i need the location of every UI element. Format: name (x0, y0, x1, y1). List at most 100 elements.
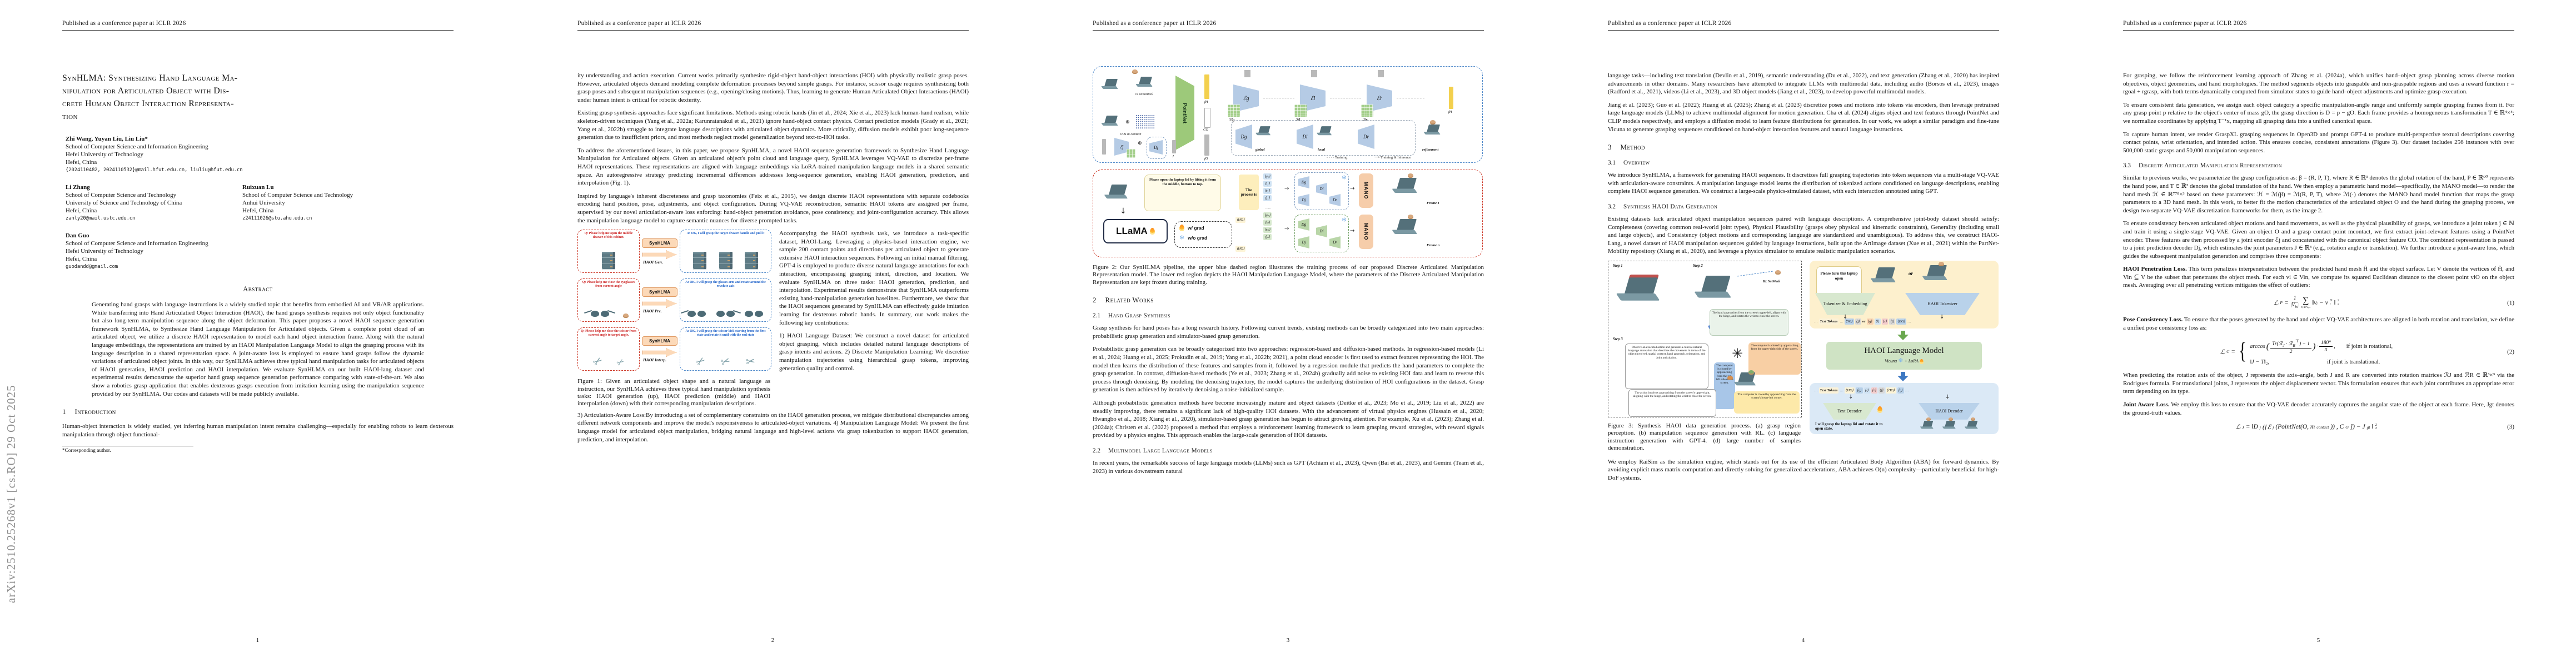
author-affiliation: Hefei, China (66, 207, 97, 214)
author-affiliation: Anhui University (242, 200, 285, 206)
laptop-icon (1870, 267, 1897, 286)
legend-training: - - - - Training (1327, 156, 1348, 160)
token-chip: ⟨g⟩ (1897, 387, 1904, 394)
down-arrow-icon: ↓ (1843, 313, 1848, 320)
task-label: HAOI Interp. (643, 357, 667, 363)
page-number: 2 (771, 637, 775, 644)
down-arrow-icon: ↓ (1940, 313, 1945, 320)
hand-icon (1971, 417, 1975, 421)
glasses-icon (714, 308, 741, 318)
figure-1-caption: Figure 1: Given an articulated object sh… (577, 378, 770, 407)
laptop-icon (1104, 185, 1129, 202)
feature-bar-fh2 (1449, 87, 1453, 109)
token-square (1378, 70, 1384, 77)
fig4-input-zone: Please turn this laptop open or Tokenize… (1810, 260, 1999, 328)
paragraph: Although probabilistic generation method… (1093, 399, 1484, 439)
tokenizer-embedding-block: Tokenizer & Embedding (1815, 292, 1875, 315)
label-fo: fO (1204, 157, 1208, 161)
token-chip: ⟨r⟩ (1881, 318, 1889, 325)
label-cb-l: ℬl (1296, 117, 1301, 122)
label-co: CO (1203, 128, 1209, 132)
token-chip: ⟨g⟩ (1866, 318, 1874, 325)
vicuna-lora-label: Vicuna ❄ + LoRA (1826, 357, 1982, 364)
feature-bar-fo-joint (1102, 139, 1106, 155)
author-affiliation: Hefei University of Technology (66, 248, 143, 255)
paragraph: To ensure consistent data generation, we… (2123, 101, 2514, 125)
mano-block: MANO (1359, 173, 1373, 208)
frozen-decoder-group-1: Dg Dl Dj Dr ❄ (1294, 172, 1349, 210)
author-name: Dan Guo (66, 232, 89, 239)
cabinet-icon (602, 252, 615, 270)
paragraph-joint-aware: Joint Aware Loss. We employ this loss to… (2123, 401, 2514, 416)
frozen-decoder-group-2: Dg Dl Dj Dr ❄ (1294, 215, 1349, 252)
codebook-refine (1361, 104, 1373, 117)
answer-text: A: OK, I will grasp the glasses arm and … (685, 281, 766, 288)
answer-box: A: OK, I will grasp the scissor kick sta… (680, 327, 771, 371)
glasses-icon (584, 308, 616, 318)
paragraph: To ensure consistency between articulate… (2123, 220, 2514, 260)
paragraph-pose-consistency: Pose Consistency Loss. To ensure that th… (2123, 316, 2514, 331)
output-text: I will grasp the laptop lid and rotate i… (1815, 421, 1883, 431)
page-number: 5 (2316, 637, 2320, 644)
hand-icon (622, 313, 629, 318)
laptop-icon (1392, 219, 1418, 237)
author-affiliation: School of Computer Science and Technolog… (66, 192, 177, 198)
equation-tag: (1) (2507, 299, 2514, 306)
token-chip: ⟨j⟩ (1855, 318, 1861, 325)
dashed-connector (1737, 271, 1773, 277)
ellipsis: ...... (1265, 206, 1271, 210)
text-tokens-chip: Text Tokens (1818, 318, 1839, 325)
label-fh: fH (1204, 100, 1208, 104)
token-chip: ⟨EG⟩ (1896, 318, 1907, 325)
token-chip: ⟨r⟩ (1871, 387, 1878, 394)
figure-1: Q: Please help me open the middle drawer… (577, 230, 771, 373)
author-block-4: Dan Guo School of Computer Science and I… (66, 232, 454, 271)
token-chip: ⟨lₙ⟩ (1263, 220, 1272, 226)
label-o-contact: O & m contact (1120, 132, 1142, 136)
page-4: Published as a conference paper at ICLR … (1546, 0, 2061, 667)
blue-arrow-icon (1897, 371, 1909, 381)
task-label: HAOI Pre. (643, 308, 662, 314)
down-arrow-icon: ↓ (1945, 394, 1950, 400)
token-row: … Text Tokens … ⟨HO⟩ ⟨g⟩ ⟨l⟩ ⟨r⟩ ⟨j⟩ ⟨HO… (1814, 387, 1909, 394)
token-chip: ⟨g₁⟩ (1263, 173, 1272, 180)
paragraph: Accompanying the HAOI synthesis task, we… (779, 230, 969, 326)
author-email: zanly20@mail.ustc.edu.cn (66, 216, 136, 221)
scissors-icon: ✂ (614, 356, 627, 369)
paragraph: 1) HAOI Language Dataset: We construct a… (779, 332, 969, 372)
page-number: 4 (1801, 637, 1805, 644)
flame-icon (1149, 228, 1155, 235)
page-header: Published as a conference paper at ICLR … (62, 20, 454, 31)
label-frame1: Frame 1 (1427, 201, 1439, 205)
author-affiliation: School of Computer Science and Technolog… (242, 192, 353, 198)
paragraph: When predicting the rotation axis of the… (2123, 372, 2514, 395)
right-arrow-icon: → (1350, 228, 1355, 234)
page-header: Published as a conference paper at ICLR … (1093, 20, 1484, 31)
laptop-icon (1920, 420, 1934, 431)
right-arrow-icon: → (1350, 186, 1355, 192)
figure-3: Step 1 Step 2 RL NetWork Loop Step 3 Obs… (1608, 260, 1802, 417)
title-line: crete Human Object Interaction Represent… (62, 99, 235, 108)
synhlma-badge: SynHLMA (642, 287, 677, 297)
token-chip: ⟨l⟩ (1864, 387, 1870, 394)
feature-bar-fo (1204, 135, 1209, 156)
token-chip: ⟨j⟩ (1879, 387, 1885, 394)
speech-bubble: The action involves approaching from the… (1628, 389, 1716, 417)
fig2-languagemodel-region: Please open the laptop lid by lifting it… (1093, 170, 1483, 257)
paragraph: 3) Articulation-Aware Loss:By introducin… (577, 411, 969, 443)
label-local: local (1318, 148, 1325, 152)
footnote: *Corresponding author. (62, 448, 111, 454)
arrow-icon (642, 348, 677, 357)
laptop-icon (1316, 126, 1333, 137)
right-arrow-icon: → (1284, 226, 1289, 232)
text-tokens-chip: Text Tokens (1818, 387, 1839, 394)
scissors-icon: ✂ (692, 353, 709, 370)
codebook-global (1228, 104, 1240, 117)
process-box: The process is (1239, 175, 1259, 210)
label-j: J (1172, 155, 1174, 158)
